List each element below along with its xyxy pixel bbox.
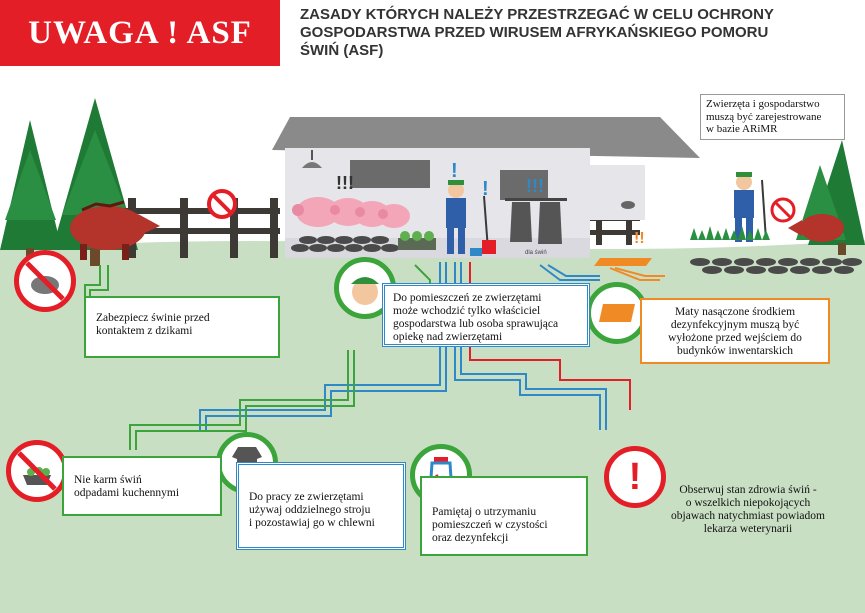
pigs-exclamation: !!! [336, 173, 354, 193]
clothes-exclamation: !!! [526, 176, 544, 196]
no-boar-sign-icon [770, 197, 796, 223]
rule-line: używaj oddzielnego stroju [249, 504, 371, 516]
note-line: w bazie ARiMR [706, 123, 778, 135]
rule-line: Do pracy ze zwierzętami [249, 491, 364, 503]
registration-note: Zwierzęta i gospodarstwo muszą być zarej… [700, 94, 845, 140]
rule-box-access: Do pomieszczeń ze zwierzętami może wchod… [382, 283, 590, 347]
rule-line: kontaktem z dzikami [96, 325, 193, 337]
rule-line: Do pomieszczeń ze zwierzętami [393, 292, 542, 304]
warning-mark: ! [628, 455, 642, 498]
cobblestones [291, 236, 862, 274]
rule-box-kitchen-waste: Nie karm świń odpadami kuchennymi [62, 456, 222, 516]
hanging-clothes-icon [505, 198, 567, 244]
rule-line: budynków inwentarskich [677, 345, 793, 357]
rule-box-clothes: Do pracy ze zwierzętami używaj oddzielne… [236, 462, 406, 550]
headline: ZASADY KTÓRYCH NALEŻY PRZESTRZEGAĆ W CEL… [300, 6, 840, 60]
rule-line: lekarza weterynarii [703, 523, 793, 535]
rule-line: Maty nasączone środkiem [674, 306, 796, 318]
no-kitchen-waste-icon [6, 440, 68, 502]
disinfection-mat-icon [594, 258, 652, 266]
bird-icon [621, 201, 635, 209]
rule-line: Nie karm świń [74, 474, 142, 486]
no-entry-icon [207, 189, 237, 219]
wild-boar-icon [70, 200, 160, 260]
shed-sign: dla świń [525, 250, 547, 256]
rule-line: odpadami kuchennymi [74, 487, 180, 499]
rule-line: objawach natychmiast powiadom [671, 510, 825, 522]
rule-line: opiekę nad zwierzętami [393, 331, 503, 343]
grass [690, 226, 770, 240]
rule-line: oraz dezynfekcji [432, 532, 509, 544]
tool-exclamation: ! [482, 178, 489, 200]
note-line: muszą być zarejestrowane [706, 110, 822, 123]
headline-line: GOSPODARSTWA PRZED WIRUSEM AFRYKAŃSKIEGO… [300, 24, 769, 41]
headline-line: ZASADY KTÓRYCH NALEŻY PRZESTRZEGAĆ W CEL… [300, 6, 774, 23]
rule-box-mats: Maty nasączone środkiem dezynfekcyjnym m… [640, 298, 830, 364]
rule-line: dezynfekcyjnym muszą być [670, 319, 800, 331]
rule-line: Obserwuj stan zdrowia świń - [679, 484, 817, 496]
mat-exclamation: !! [634, 230, 645, 247]
pig-icon [378, 204, 410, 228]
warning-banner: UWAGA ! ASF [0, 0, 280, 66]
farmer-icon [446, 180, 466, 254]
headline-line: ŚWIŃ (ASF) [300, 42, 384, 59]
disinfection-mat-circle-icon [586, 282, 648, 344]
exclamation-warning-icon: ! [604, 446, 666, 508]
rule-box-health: Obserwuj stan zdrowia świń - o wszelkich… [650, 480, 846, 570]
rule-line: i pozostawiaj go w chlewni [249, 517, 375, 529]
rule-line: Zabezpiecz świnie przed [96, 312, 210, 324]
farmer-exclamation: ! [451, 160, 458, 182]
banner-title: UWAGA ! ASF [28, 14, 252, 51]
rule-line: wyłożone przed wejściem do [668, 332, 802, 344]
wild-boar-icon [788, 214, 844, 242]
rule-line: o wszelkich niepokojących [685, 497, 811, 509]
rule-line: Pamiętaj o utrzymaniu [432, 506, 537, 518]
pig-icon [292, 197, 340, 227]
lamp-icon [302, 150, 322, 168]
farmer-icon [734, 172, 767, 242]
no-wild-boar-icon [14, 250, 76, 312]
feeder-icon [398, 231, 436, 250]
rule-box-wild-boar: Zabezpiecz świnie przed kontaktem z dzik… [84, 296, 280, 358]
cleaning-tool-icon [470, 195, 496, 256]
rule-line: gospodarstwa lub osoba sprawująca [393, 318, 559, 330]
rule-box-cleanliness: Pamiętaj o utrzymaniu pomieszczeń w czys… [420, 476, 588, 556]
rule-line: pomieszczeń w czystości [432, 519, 548, 531]
rule-line: może wchodzić tylko właściciel [393, 305, 541, 317]
note-line: Zwierzęta i gospodarstwo [706, 98, 820, 110]
